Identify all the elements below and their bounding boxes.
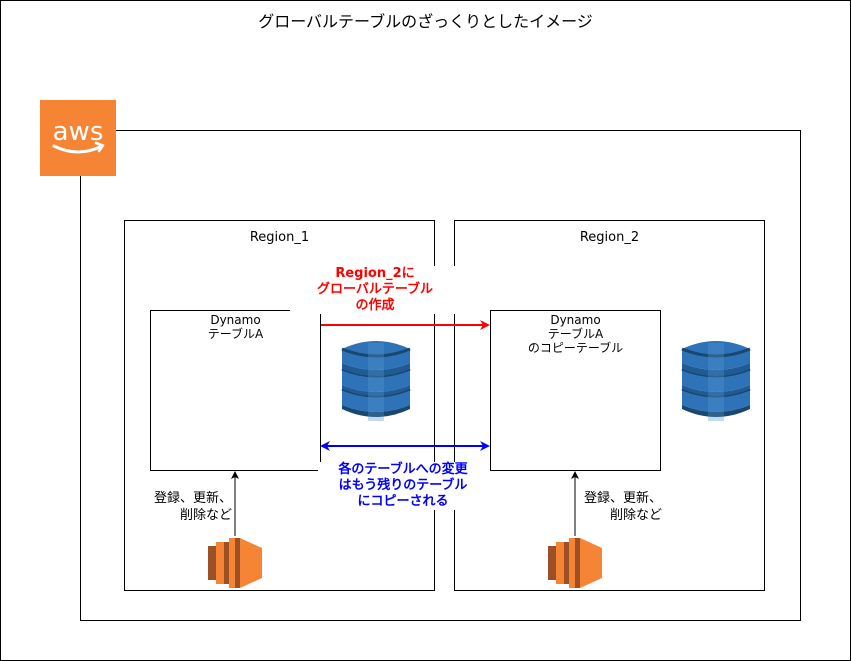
dynamo-table-a-copy: Dynamo テーブルA のコピーテーブル [490,310,661,471]
diagram-title: グローバルテーブルのざっくりとしたイメージ [258,12,593,31]
ec2-icon [208,536,262,590]
ec2-icon [548,536,602,590]
region-1-label: Region_1 [249,230,310,245]
ops-label-region-1: 登録、更新、 削除など [148,490,232,524]
aws-logo: aws [40,100,116,176]
aws-logo-text: aws [53,117,104,147]
table-a-label: Dynamo テーブルA [207,313,264,341]
ops-label-region-2: 登録、更新、 削除など [578,490,662,524]
table-a-copy-label: Dynamo テーブルA のコピーテーブル [527,313,624,355]
dynamodb-icon [338,339,414,423]
replication-label: 各のテーブルへの変更 はもう残りのテーブル にコピーされる [318,462,488,510]
dynamodb-icon [678,339,754,423]
create-global-table-label: Region_2に グローバルテーブル の作成 [290,266,460,314]
dynamo-table-a: Dynamo テーブルA [150,310,321,471]
region-2-label: Region_2 [579,230,640,245]
